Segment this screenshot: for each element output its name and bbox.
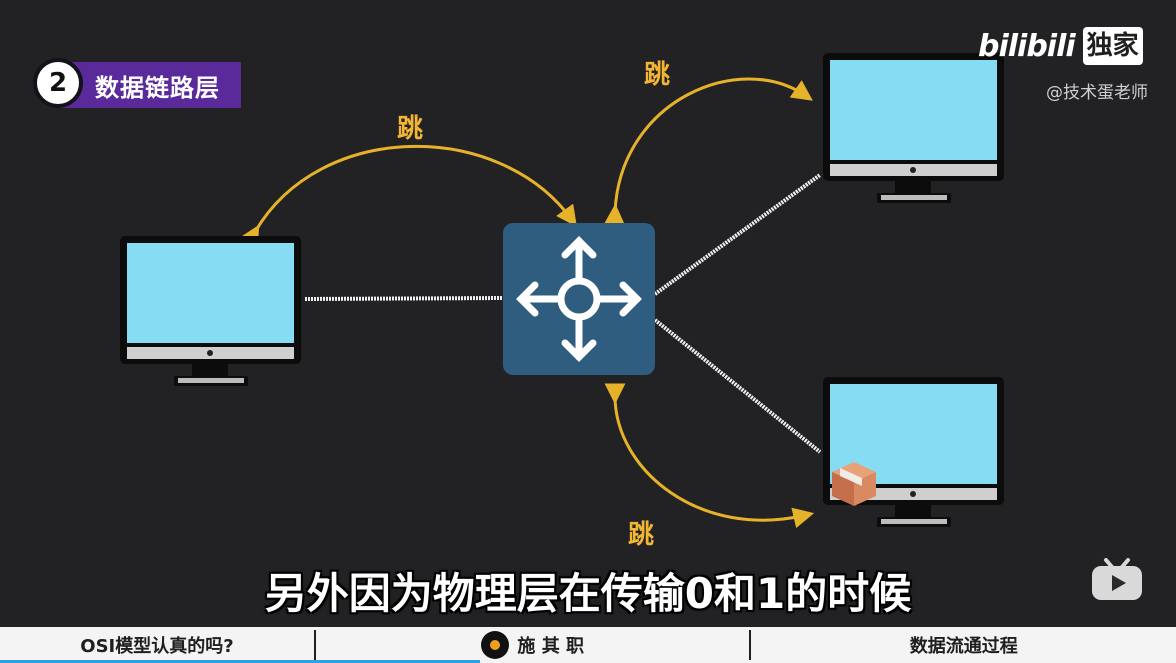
section-badge-bar xyxy=(57,62,241,108)
playback-progress[interactable] xyxy=(0,660,480,663)
network-switch-icon xyxy=(503,223,655,375)
author-watermark: @技术蛋老师 xyxy=(1046,83,1148,103)
chapter-divider xyxy=(749,630,752,660)
monitor-icon xyxy=(823,53,1004,203)
section-number: 2 xyxy=(33,58,83,108)
bilibili-tv-icon[interactable] xyxy=(1090,557,1144,601)
chapter-divider xyxy=(313,630,316,660)
chapter-data-flow[interactable]: 数据流通过程 xyxy=(909,636,1018,657)
bilibili-watermark: bilibili 独家 xyxy=(978,24,1143,68)
chapter-current[interactable]: 施 其 职 xyxy=(316,627,750,663)
exclusive-badge: 独家 xyxy=(1082,27,1143,65)
package-icon xyxy=(832,462,876,506)
subtitle-caption: 另外因为物理层在传输0和1的时候 xyxy=(264,569,912,618)
chapter-current-label: 施 其 职 xyxy=(517,636,584,657)
monitor-icon xyxy=(823,377,1004,527)
monitor-icon xyxy=(120,236,301,386)
wire-left xyxy=(304,296,504,301)
disc-icon xyxy=(481,631,510,659)
jump-label: 跳 xyxy=(628,520,655,550)
jump-label: 跳 xyxy=(397,114,424,144)
hop-arrow-top xyxy=(603,77,813,226)
video-frame[interactable]: 2 数据链路层 跳 跳 跳 bilibili 独家 @技术蛋老师 另外因为物理层… xyxy=(0,0,1176,627)
network-diagram xyxy=(120,53,1004,529)
wire-top-right xyxy=(653,173,822,296)
chapter-osi[interactable]: OSI模型认真的吗? xyxy=(80,636,234,657)
section-title: 数据链路层 xyxy=(95,74,220,102)
wire-bottom-right xyxy=(653,318,822,454)
hop-arrow-bottom xyxy=(604,383,815,529)
hop-arrow-left xyxy=(239,144,577,249)
section-badge: 2 数据链路层 xyxy=(31,56,241,114)
hop-arrows xyxy=(239,77,815,529)
chapter-bar: OSI模型认真的吗? 施 其 职 数据流通过程 xyxy=(0,627,1176,663)
jump-label: 跳 xyxy=(644,60,671,90)
brand-logo: bilibili xyxy=(978,28,1076,64)
